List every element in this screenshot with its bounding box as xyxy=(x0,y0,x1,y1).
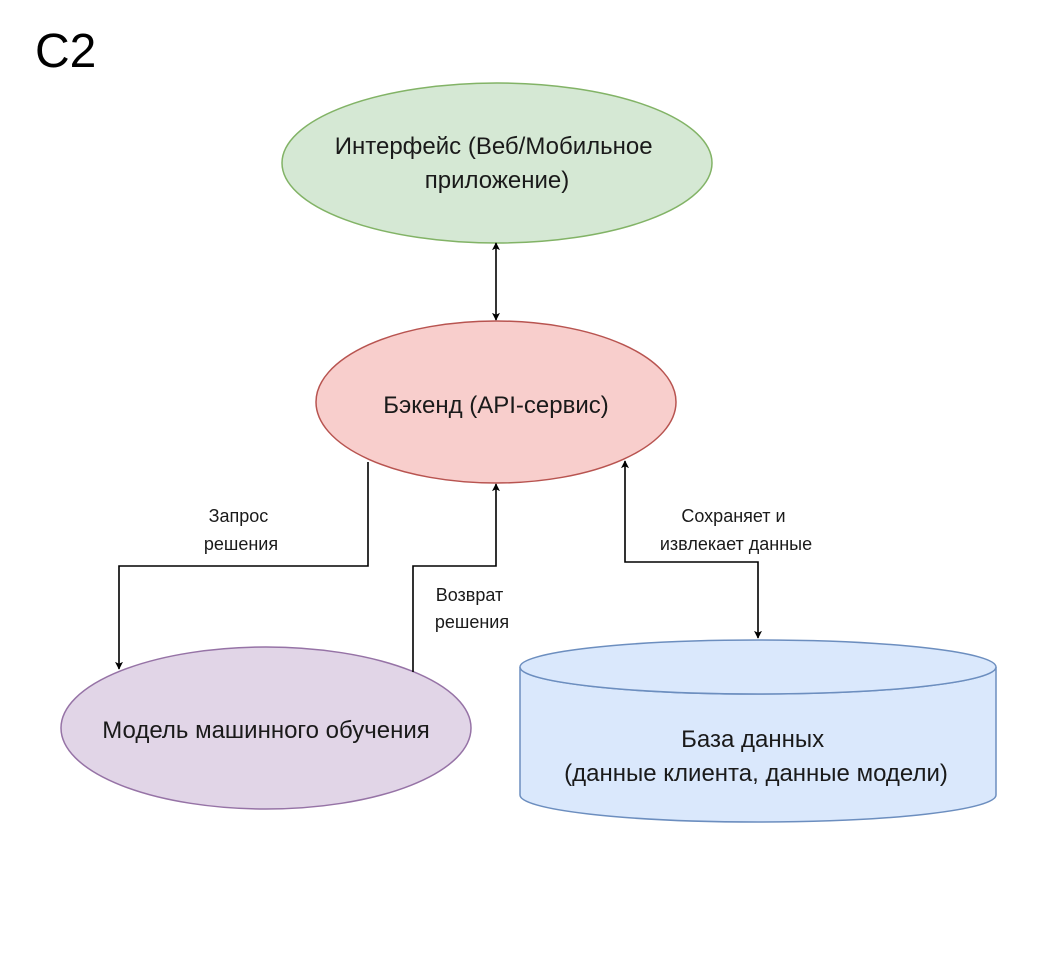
ml-model-label: Модель машинного обучения xyxy=(102,717,430,744)
database-cylinder-top xyxy=(519,639,997,695)
interface-label-line-2: приложение) xyxy=(425,167,570,194)
return-label-line-2: решения xyxy=(435,612,509,632)
database-label: База данных (данные клиента, данные моде… xyxy=(564,726,948,787)
backend-label: Бэкенд (API-сервис) xyxy=(383,392,609,419)
database-label-line-2: (данные клиента, данные модели) xyxy=(564,760,948,787)
ml-model-label-line-1: Модель машинного обучения xyxy=(102,717,430,744)
page-title: C2 xyxy=(35,25,96,78)
storage-arrow xyxy=(621,460,762,639)
storage-label: Сохраняет и извлекает данные xyxy=(660,506,812,554)
return-arrow xyxy=(412,483,500,672)
storage-label-line-1: Сохраняет и xyxy=(681,506,785,526)
request-label-line-1: Запрос xyxy=(209,506,269,526)
return-label-line-1: Возврат xyxy=(436,585,504,605)
database-label-line-1: База данных xyxy=(681,726,824,753)
interface-label: Интерфейс (Веб/Мобильное приложение) xyxy=(335,133,659,194)
request-label-background xyxy=(188,500,294,558)
interface-node: Интерфейс (Веб/Мобильное приложение) xyxy=(281,82,713,244)
interface-ellipse xyxy=(281,82,713,244)
storage-label-background xyxy=(636,500,836,558)
backend-label-line-1: Бэкенд (API-сервис) xyxy=(383,392,609,419)
backend-node: Бэкенд (API-сервис) xyxy=(315,320,677,484)
return-label-background xyxy=(420,578,524,636)
interface-label-line-1: Интерфейс (Веб/Мобильное xyxy=(335,133,653,160)
ml-model-node: Модель машинного обучения xyxy=(60,646,472,810)
request-label-line-2: решения xyxy=(204,534,278,554)
database-node: База данных (данные клиента, данные моде… xyxy=(519,639,997,823)
return-label: Возврат решения xyxy=(435,585,509,632)
request-arrow xyxy=(115,462,369,670)
storage-label-line-2: извлекает данные xyxy=(660,534,812,554)
request-label: Запрос решения xyxy=(204,506,278,554)
backend-ellipse xyxy=(315,320,677,484)
ml-model-ellipse xyxy=(60,646,472,810)
